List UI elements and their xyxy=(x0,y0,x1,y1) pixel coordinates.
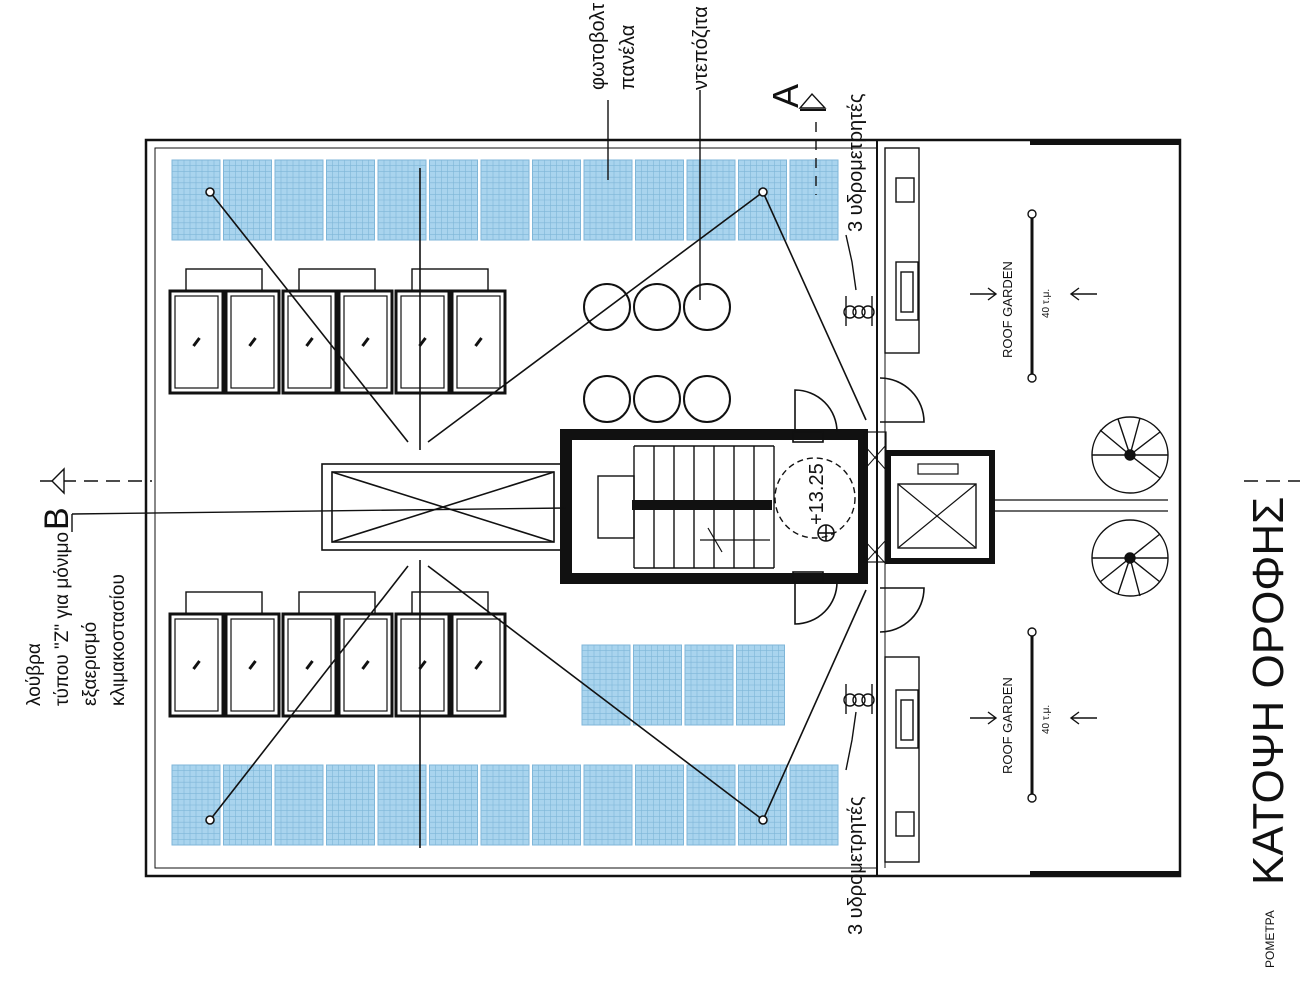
solar-panel xyxy=(684,644,734,726)
spiral-stair-top xyxy=(1091,416,1169,494)
ac-unit xyxy=(224,612,281,718)
louvre-label-line1: λούβρα xyxy=(24,643,45,706)
solar-panel xyxy=(480,159,530,241)
louvre-label-line2: τύπου "Z" για μόνιμο xyxy=(52,532,73,706)
solar-panel xyxy=(532,159,581,241)
ac-unit xyxy=(394,612,451,718)
solar-panel-row-bottom xyxy=(171,764,839,846)
stair-core xyxy=(560,429,868,584)
solar-panel xyxy=(171,159,221,241)
drawing-title: ΚΑΤΟΨΗ ΟΡΟΦΗΣ xyxy=(1244,497,1293,885)
solar-panel xyxy=(532,764,581,846)
solar-panel xyxy=(326,764,375,846)
ac-unit xyxy=(394,289,451,395)
corner-text: ΡΟΜΕΤΡΑ xyxy=(1263,910,1277,968)
spiral-stair-bottom xyxy=(1091,519,1169,597)
roof-garden-top-label: ROOF GARDEN xyxy=(1000,261,1015,358)
solar-panel-group-middle xyxy=(581,644,785,726)
ac-unit xyxy=(224,289,281,395)
roof-garden-top-area: 40 τ.μ. xyxy=(1041,289,1052,318)
ac-unit xyxy=(450,289,507,395)
solar-panel xyxy=(581,644,631,726)
louvre-label-line4: κλιμακοστασίου xyxy=(108,574,129,706)
solar-panel xyxy=(686,764,736,846)
water-meters-bottom xyxy=(843,684,875,714)
solar-panel xyxy=(583,764,633,846)
ac-unit xyxy=(281,289,338,395)
louvre-label-line3: εξαερισμό xyxy=(80,622,101,706)
roof-garden-bottom-marks xyxy=(970,627,1097,803)
planter-top xyxy=(884,147,920,354)
water-meters-top-label: 3 υδρομετρητές xyxy=(845,93,867,232)
solar-panel xyxy=(633,644,682,726)
planter-bottom xyxy=(884,656,920,863)
ac-units xyxy=(168,268,507,718)
roof-garden-top-marks xyxy=(970,209,1097,383)
section-mark-b: B xyxy=(38,507,76,530)
roof-outline xyxy=(144,138,1182,878)
solar-panel xyxy=(377,764,427,846)
solar-panel xyxy=(480,764,530,846)
ac-unit xyxy=(281,612,338,718)
solar-panel xyxy=(274,764,324,846)
ac-unit xyxy=(337,612,394,718)
solar-panel xyxy=(736,644,785,726)
solar-panel xyxy=(171,764,221,846)
solar-panel xyxy=(429,764,478,846)
solar-panel xyxy=(635,159,684,241)
solar-panel xyxy=(223,764,272,846)
water-tanks xyxy=(583,283,731,423)
ac-unit xyxy=(168,289,225,395)
ac-unit xyxy=(450,612,507,718)
water-meters-top xyxy=(843,296,875,326)
water-meters-bottom-label: 3 υδρομετρητές xyxy=(845,796,867,935)
pv-label-line1: φωτοβολτ xyxy=(587,3,609,90)
solar-panel xyxy=(223,159,272,241)
solar-panel xyxy=(635,764,684,846)
ac-unit xyxy=(168,612,225,718)
doors xyxy=(792,377,925,633)
pv-label-line2: πανέλα xyxy=(617,25,639,90)
solar-panel xyxy=(789,764,839,846)
stair-skylight xyxy=(321,463,563,551)
solar-panel-row-top xyxy=(171,159,839,241)
ac-unit xyxy=(337,289,394,395)
roof-garden-bottom-label: ROOF GARDEN xyxy=(1000,677,1015,774)
roof-garden-bottom-area: 40 τ.μ. xyxy=(1041,705,1052,734)
elevator-shaft xyxy=(863,431,1168,565)
solar-panel xyxy=(738,764,787,846)
solar-panel xyxy=(377,159,427,241)
solar-panel xyxy=(429,159,478,241)
tanks-label: ντεπόζιτα xyxy=(690,6,712,90)
elevation-label: +13.25 xyxy=(806,463,828,525)
solar-panel xyxy=(326,159,375,241)
solar-panel xyxy=(274,159,324,241)
section-mark-a: A xyxy=(765,84,806,108)
solar-panel xyxy=(686,159,736,241)
grounding-lines xyxy=(205,168,867,848)
solar-panel xyxy=(789,159,839,241)
section-leaders xyxy=(40,90,1300,771)
